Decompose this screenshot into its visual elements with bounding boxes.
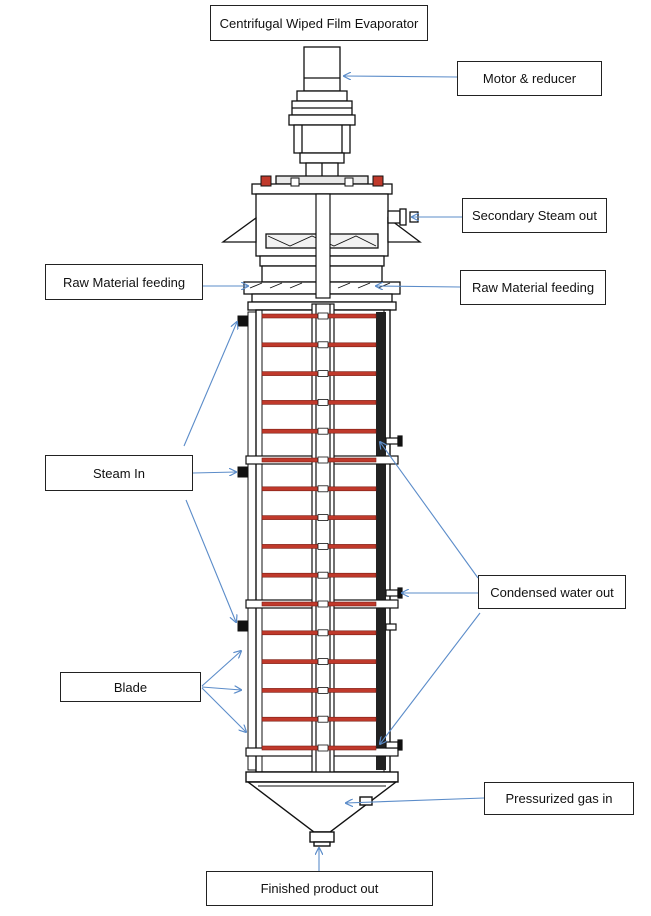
shaft-hub — [317, 427, 329, 435]
label-condensed-water-out: Condensed water out — [478, 575, 626, 609]
label-motor-reducer: Motor & reducer — [457, 61, 602, 96]
label-secondary-steam-out: Secondary Steam out — [462, 198, 607, 233]
label-steam-in: Steam In — [45, 455, 193, 491]
condensed-water-nozzles — [385, 435, 403, 751]
shaft-hub — [317, 485, 329, 493]
steam-in-nozzles — [237, 315, 249, 632]
callout-arrows — [183, 76, 485, 871]
label-raw-material-feeding-left: Raw Material feeding — [45, 264, 203, 300]
label-blade: Blade — [60, 672, 201, 702]
head-bolts — [260, 175, 384, 187]
label-raw-material-feeding-right: Raw Material feeding — [460, 270, 606, 305]
shaft-hub — [317, 456, 329, 464]
label-finished-product-out: Finished product out — [206, 871, 433, 906]
shaft-hub — [317, 629, 329, 637]
shaft-hub — [317, 543, 329, 550]
shaft-hub — [317, 744, 329, 752]
jacket-band — [376, 312, 386, 770]
shaft-hub — [317, 341, 329, 349]
left-jacket — [247, 311, 257, 771]
shaft-hub — [317, 370, 329, 378]
shaft-hub — [317, 658, 329, 665]
shaft-hub — [317, 600, 329, 608]
bottom-cone — [245, 771, 399, 847]
shaft-hub — [317, 715, 329, 723]
diagram-title: Centrifugal Wiped Film Evaporator — [210, 5, 428, 41]
shaft-hub — [317, 398, 329, 406]
shaft-hub — [317, 571, 329, 579]
motor-reducer — [275, 46, 369, 185]
shaft-hub — [317, 514, 329, 521]
rotor-blades — [261, 312, 377, 752]
shaft-hub — [317, 312, 329, 320]
shaft-hub — [317, 687, 329, 694]
label-pressurized-gas-in: Pressurized gas in — [484, 782, 634, 815]
